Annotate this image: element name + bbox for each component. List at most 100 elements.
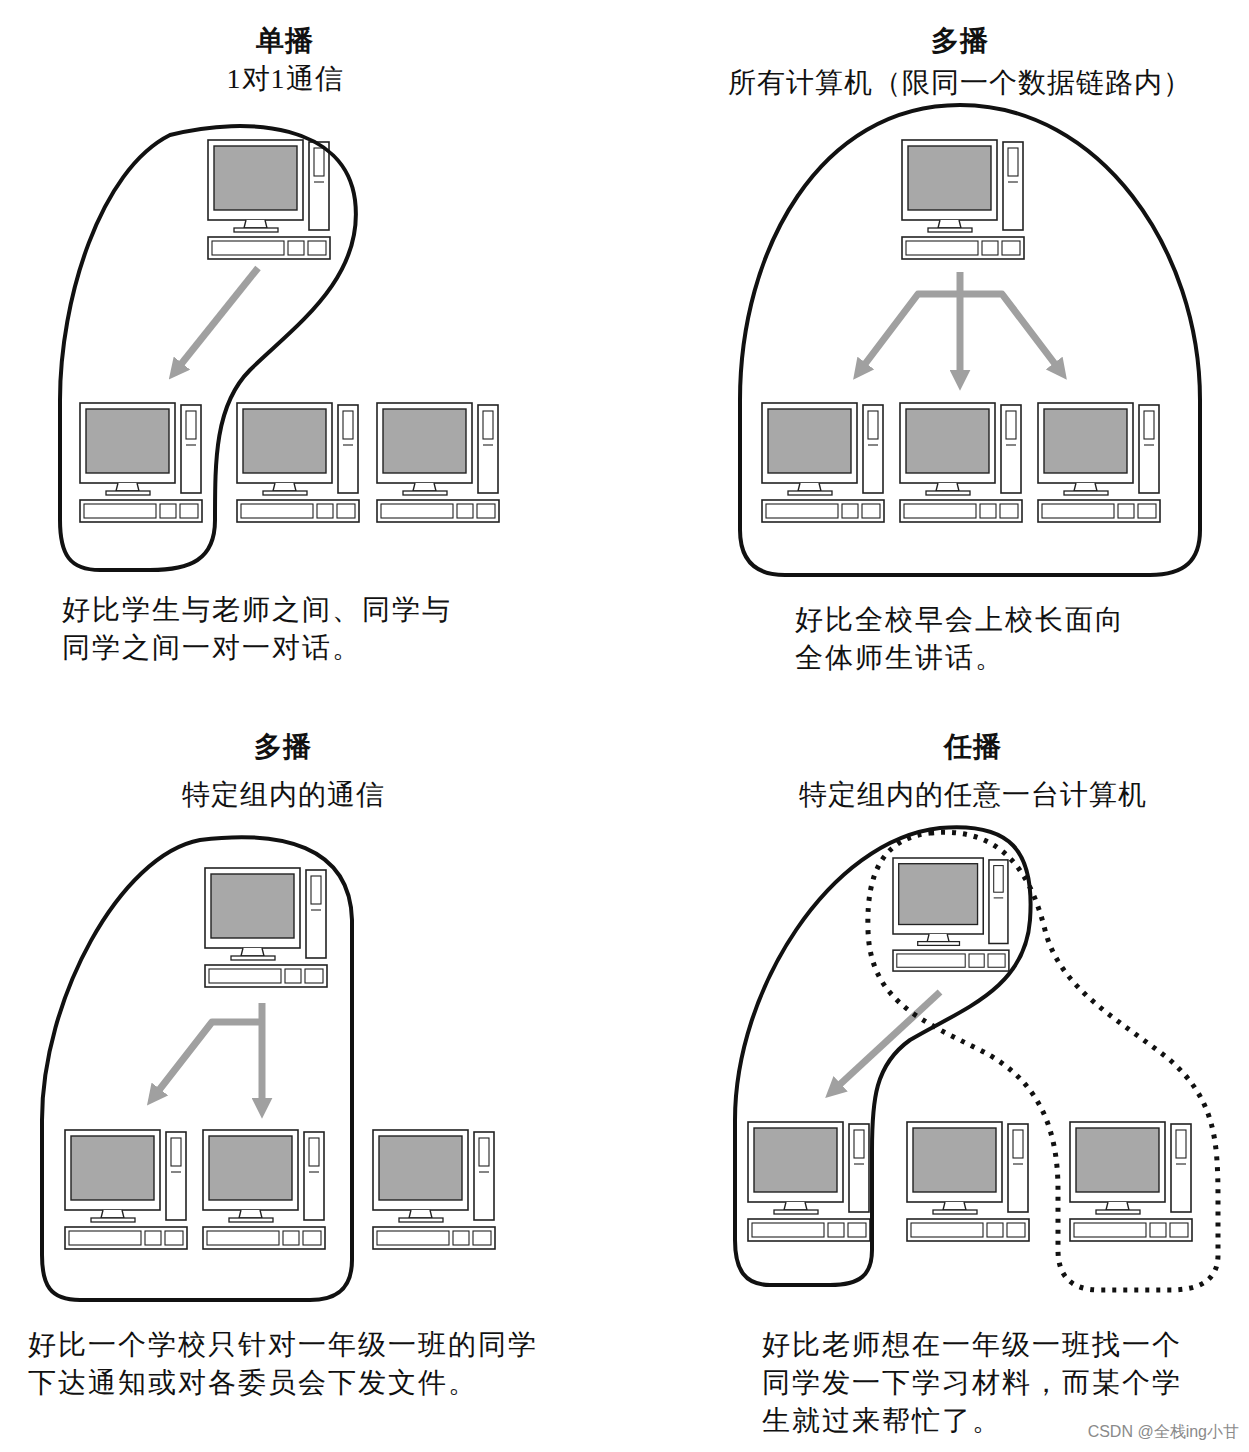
keys <box>842 504 858 518</box>
tower-slot <box>1006 411 1016 439</box>
keys <box>1042 504 1114 518</box>
monitor <box>373 1130 468 1210</box>
keyboard <box>907 1219 1029 1241</box>
stand-base <box>774 1210 818 1214</box>
stand <box>244 220 267 228</box>
keys <box>477 504 495 518</box>
tower-slot <box>1144 444 1154 445</box>
monitor <box>1070 1122 1165 1202</box>
panel-subtitle: 1对1通信 <box>40 62 530 96</box>
tower-slot <box>1008 181 1018 182</box>
stand-base <box>229 1218 273 1222</box>
stand <box>936 483 959 491</box>
monitor <box>893 858 983 934</box>
keyboard <box>1038 500 1160 522</box>
tower-slot <box>479 1171 489 1172</box>
keys <box>911 1223 983 1237</box>
monitor <box>900 403 995 483</box>
computer-icon <box>902 140 1024 259</box>
tower-slot <box>186 411 196 439</box>
tower <box>1171 1124 1191 1212</box>
keys <box>766 504 838 518</box>
panel-title: 多播 <box>700 24 1220 58</box>
monitor <box>1038 403 1133 483</box>
keys <box>317 504 333 518</box>
keys <box>1118 504 1134 518</box>
computer-icon <box>203 1130 325 1249</box>
keys <box>212 241 284 255</box>
stand-base <box>263 491 307 495</box>
stand <box>116 483 139 491</box>
computer-icon <box>373 1130 495 1249</box>
tower-slot <box>343 444 353 445</box>
keyboard <box>80 500 202 522</box>
screen <box>906 409 989 473</box>
stand <box>101 1210 124 1218</box>
stand-base <box>1096 1210 1140 1214</box>
solid-outline <box>42 837 352 1300</box>
computer-icon <box>1038 403 1160 522</box>
panel-title: 多播 <box>20 730 546 764</box>
screen <box>1044 409 1127 473</box>
tower <box>181 405 201 493</box>
keyboard <box>762 500 884 522</box>
computer-icon <box>1070 1122 1192 1241</box>
tower-slot <box>1013 1130 1023 1158</box>
tower-slot <box>483 444 493 445</box>
tower-slot <box>314 181 324 182</box>
stand-base <box>231 956 275 960</box>
screen <box>71 1136 154 1200</box>
panel-subtitle: 特定组内的任意一台计算机 <box>720 778 1225 812</box>
tower-slot <box>1144 411 1154 439</box>
stand-base <box>926 491 970 495</box>
stand <box>409 1210 432 1218</box>
keyboard <box>377 500 499 522</box>
tower <box>1139 405 1159 493</box>
keys <box>1002 241 1020 255</box>
outline-group <box>60 126 356 570</box>
caption: 好比全校早会上校长面向全体师生讲话。 <box>795 601 1139 677</box>
tower <box>1003 142 1023 230</box>
stand-base <box>91 1218 135 1222</box>
monitor <box>907 1122 1002 1202</box>
tower-slot <box>994 866 1004 893</box>
arrow <box>862 294 960 368</box>
keys <box>180 504 198 518</box>
keys <box>84 504 156 518</box>
keyboard <box>902 237 1024 259</box>
tower <box>1001 405 1021 493</box>
tower <box>304 1132 324 1220</box>
keys <box>145 1231 161 1245</box>
keyboard <box>237 500 359 522</box>
keys <box>848 1223 866 1237</box>
stand-base <box>928 228 972 232</box>
tower <box>474 1132 494 1220</box>
watermark: CSDN @全栈ing小甘 <box>1086 1422 1241 1442</box>
computer-icon <box>208 140 330 259</box>
arrow <box>156 1022 262 1094</box>
keys <box>904 504 976 518</box>
outline-group <box>42 837 352 1300</box>
tower-slot <box>1176 1163 1186 1164</box>
stand-base <box>918 942 960 946</box>
stand <box>241 948 264 956</box>
solid-outline <box>740 105 1200 575</box>
keys <box>377 1231 449 1245</box>
keys <box>1007 1223 1025 1237</box>
tower-slot <box>309 1171 319 1172</box>
tower-slot <box>479 1138 489 1166</box>
screen <box>754 1128 837 1192</box>
monitor <box>237 403 332 483</box>
computer-icon <box>900 403 1022 522</box>
monitor <box>205 868 300 948</box>
outline-group <box>735 827 1218 1290</box>
keyboard <box>203 1227 325 1249</box>
tower <box>306 870 326 958</box>
keys <box>988 954 1005 967</box>
arrow <box>960 294 1058 368</box>
keys <box>980 504 996 518</box>
tower <box>989 860 1008 944</box>
stand <box>1074 483 1097 491</box>
